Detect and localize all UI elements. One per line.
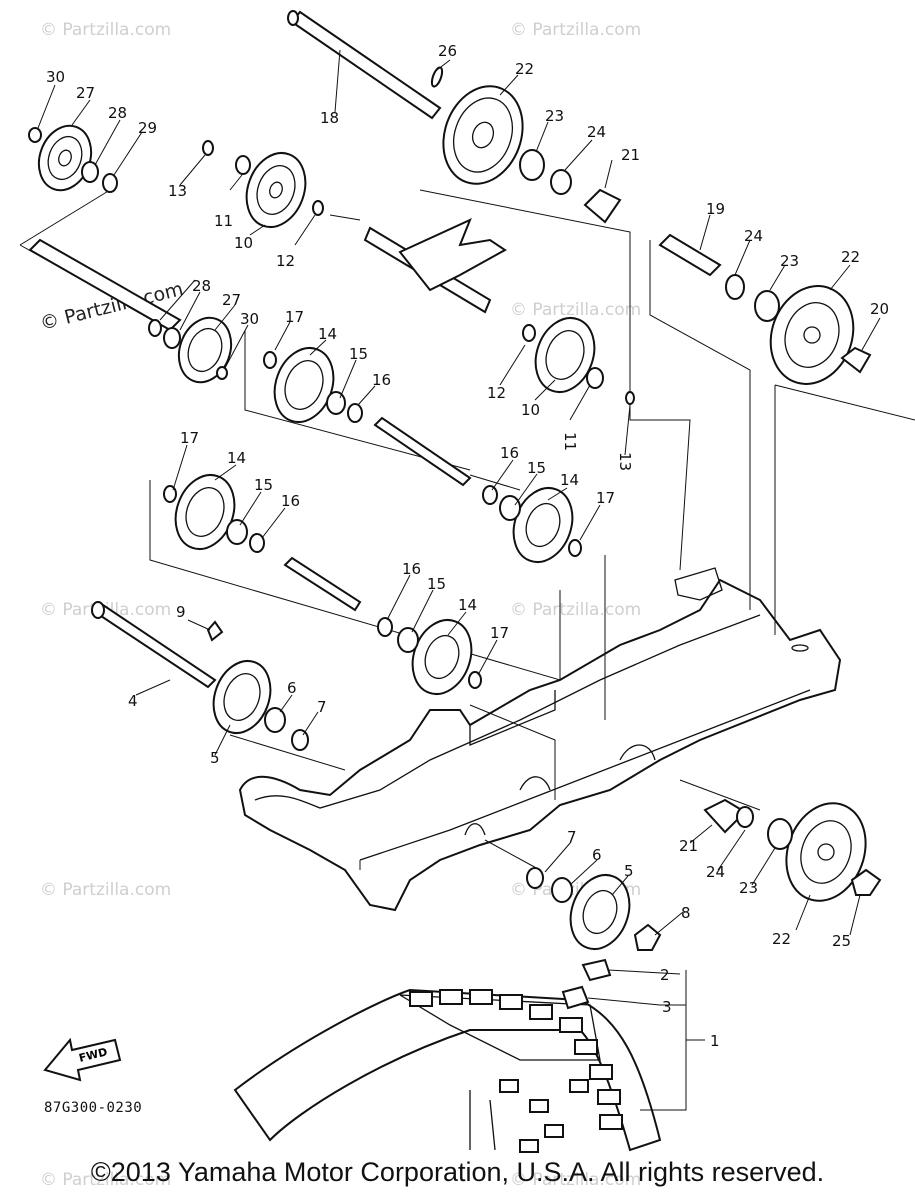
callout: 23 (780, 252, 799, 270)
callout: 27 (76, 84, 95, 102)
callout: 20 (870, 300, 889, 318)
callout: 10 (521, 401, 540, 419)
callout: 24 (587, 123, 606, 141)
callout: 29 (138, 119, 157, 137)
watermark: © Partzilla.com (510, 20, 641, 40)
wheel-5-left (212, 660, 272, 734)
callout: 26 (438, 42, 457, 60)
callout: 7 (567, 828, 577, 846)
callout: 17 (490, 624, 509, 642)
callout: 25 (832, 932, 851, 950)
watermark: © Partzilla.com (510, 600, 641, 620)
idler-wheels (37, 85, 867, 950)
callout: 22 (772, 930, 791, 948)
callout: 11 (561, 432, 579, 451)
wheel-14-right (512, 487, 574, 563)
copyright-notice: ©2013 Yamaha Motor Corporation, U.S.A. A… (90, 1157, 825, 1187)
callout: 28 (108, 104, 127, 122)
callout: 21 (679, 837, 698, 855)
callout: 13 (616, 452, 634, 471)
callout: 16 (402, 560, 421, 578)
callout: 4 (128, 692, 138, 710)
callout: 23 (739, 879, 758, 897)
callout: 7 (317, 698, 327, 716)
callout: 10 (234, 234, 253, 252)
callout: 15 (427, 575, 446, 593)
callout: 2 (660, 966, 670, 984)
callout: 15 (254, 476, 273, 494)
shaft-19 (658, 233, 722, 277)
callout: 22 (841, 248, 860, 266)
callout: 30 (46, 68, 65, 86)
callout: 13 (168, 182, 187, 200)
shafts (28, 10, 722, 689)
track-clip (561, 985, 590, 1010)
callout: 28 (192, 277, 211, 295)
watermark: © Partzilla.com (510, 1170, 641, 1190)
callout: 22 (515, 60, 534, 78)
callout: 8 (681, 904, 691, 922)
callout: 3 (662, 998, 672, 1016)
callout: 6 (592, 846, 602, 864)
callout: 11 (214, 212, 233, 230)
wheel-14-center (411, 619, 473, 695)
callout: 9 (176, 603, 186, 621)
callout: 12 (276, 252, 295, 270)
wheel-5-lower (569, 874, 631, 950)
callout: 5 (210, 749, 220, 767)
callout: 24 (706, 863, 725, 881)
callout: 21 (621, 146, 640, 164)
callout: 15 (349, 345, 368, 363)
watermark: © Partzilla.com (40, 20, 171, 40)
callout: 27 (222, 291, 241, 309)
callout-leaders (37, 49, 881, 1111)
shaft (28, 238, 182, 332)
slide-rail-frame (238, 567, 842, 912)
callout: 18 (320, 109, 339, 127)
watermark: © Partzilla.com (510, 300, 641, 320)
callout: 30 (240, 310, 259, 328)
watermark: © Partzilla.com (40, 1170, 171, 1190)
callout: 5 (624, 862, 634, 880)
callout: 16 (281, 492, 300, 510)
callout: 1 (710, 1032, 720, 1050)
watermark: © Partzilla.com (40, 880, 171, 900)
wheel-14-upper (273, 347, 335, 423)
callouts: 30 27 28 29 13 11 10 12 18 26 22 23 24 2… (46, 42, 889, 1050)
callout: 14 (318, 325, 337, 343)
fwd-arrow-icon: FWD (43, 1037, 122, 1082)
wheel-10-top (245, 152, 307, 228)
callout: 15 (527, 459, 546, 477)
wheel-27-mid (177, 316, 233, 384)
callout: 12 (487, 384, 506, 402)
track-assembly (233, 958, 662, 1153)
callout: 17 (180, 429, 199, 447)
callout: 14 (227, 449, 246, 467)
wheel-10-mid (534, 317, 596, 393)
track-lugs (409, 989, 623, 1153)
wheel-22-top (442, 85, 524, 185)
callout: 17 (596, 489, 615, 507)
callout: 17 (285, 308, 304, 326)
wheel-27-top (37, 124, 93, 192)
shaft (373, 416, 472, 487)
callout: 19 (706, 200, 725, 218)
wheel-22-right (769, 285, 855, 385)
callout: 14 (458, 596, 477, 614)
callout: 14 (560, 471, 579, 489)
shaft-18 (290, 10, 442, 120)
callout: 16 (500, 444, 519, 462)
callout: 6 (287, 679, 297, 697)
track-clip (581, 958, 612, 982)
diagram-reference-code: 87G300-0230 (44, 1100, 143, 1116)
shaft (283, 556, 362, 612)
callout: 24 (744, 227, 763, 245)
callout: 23 (545, 107, 564, 125)
callout: 16 (372, 371, 391, 389)
